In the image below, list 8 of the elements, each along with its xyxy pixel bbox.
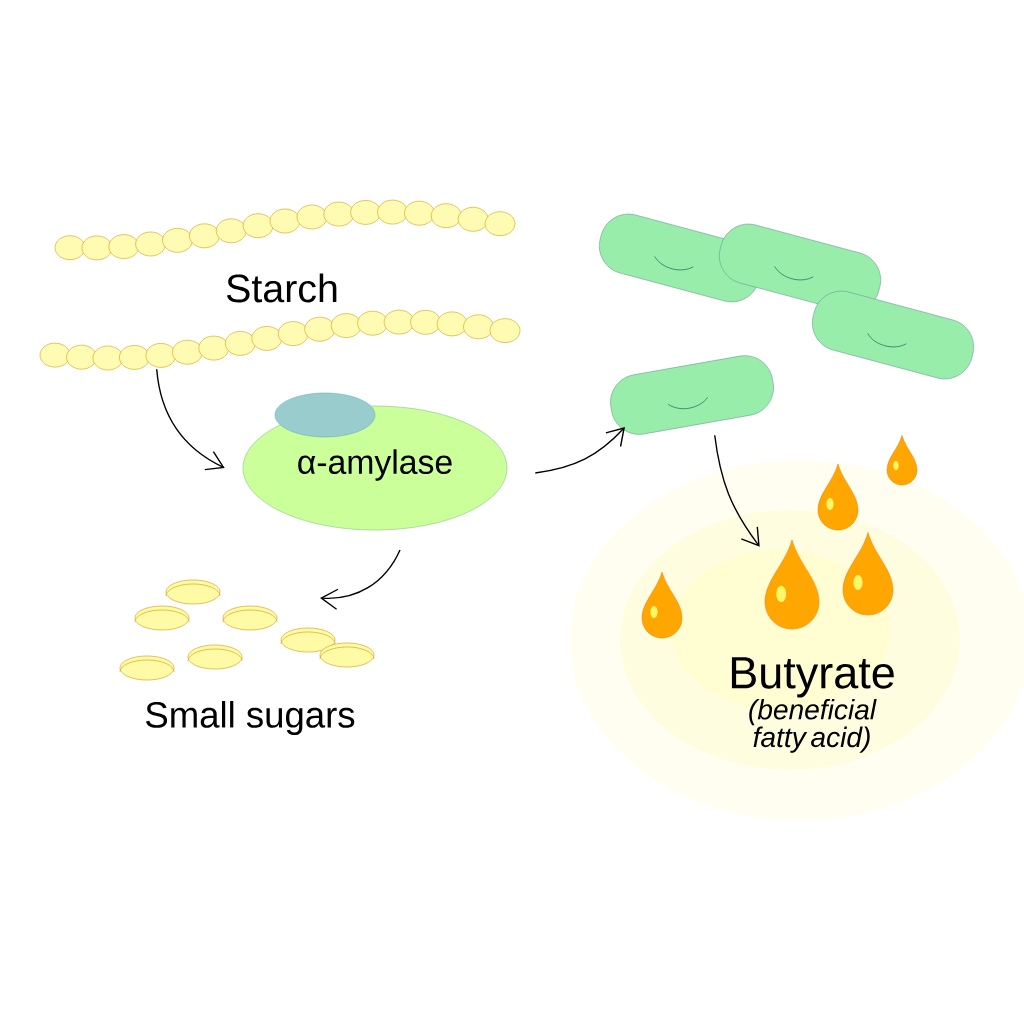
arrow: [156, 368, 225, 471]
arrow: [714, 434, 760, 547]
arrow: [534, 427, 625, 474]
sugars-label: Small sugars: [146, 701, 355, 736]
arrow: [320, 549, 401, 610]
starch-label: Starch: [226, 273, 337, 303]
enzyme-blob: α-amylase: [242, 392, 508, 531]
butyrate-label: Butyrate (beneficial fatty acid): [731, 657, 894, 753]
